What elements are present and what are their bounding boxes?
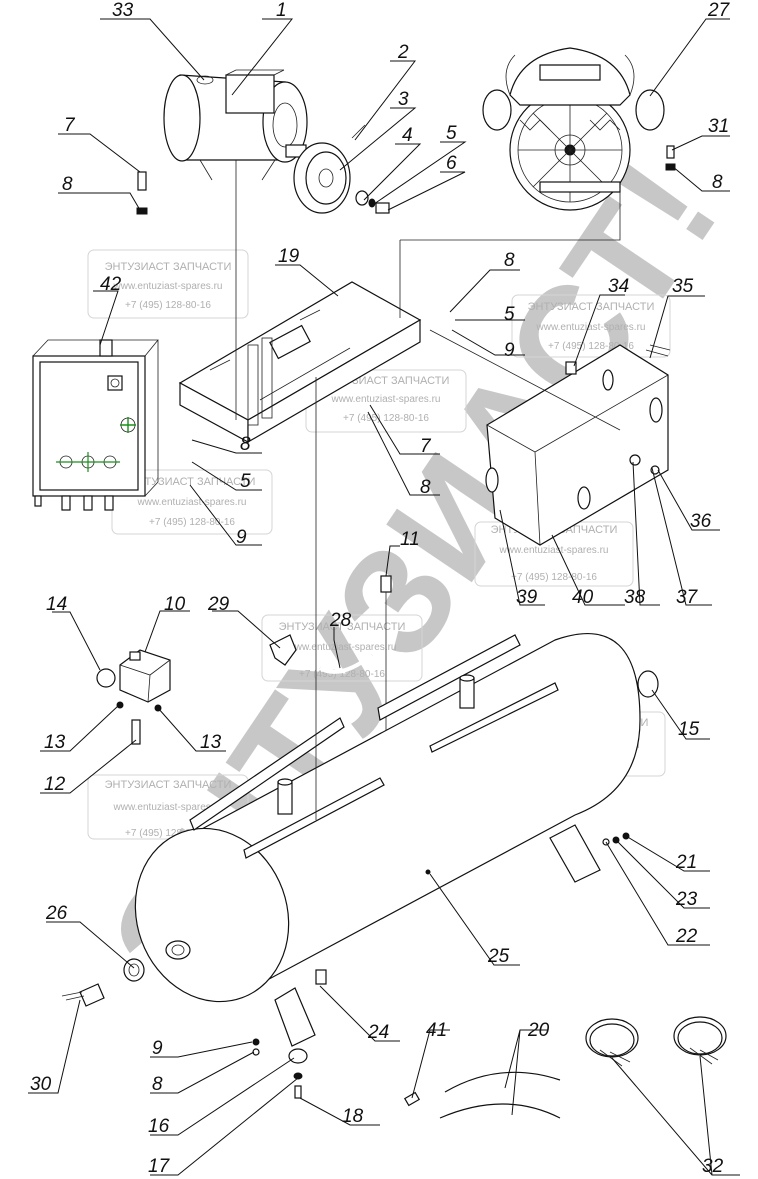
callout-38: 38	[624, 587, 646, 608]
callout-39: 39	[516, 587, 538, 608]
watermark-website: www.entuziast-spares.ru	[137, 497, 247, 508]
hoses	[403, 1071, 561, 1119]
callout-23: 23	[675, 889, 698, 910]
watermark-website: www.entuziast-spares.ru	[499, 545, 609, 556]
watermark-website: www.entuziast-spares.ru	[536, 322, 646, 333]
callout-13: 13	[44, 732, 66, 753]
callout-34: 34	[608, 276, 629, 297]
callout-31: 31	[708, 116, 729, 137]
callout-6: 6	[446, 153, 457, 174]
watermark-website: www.entuziast-spares.ru	[113, 802, 223, 813]
callout-2: 2	[397, 42, 409, 63]
callout-24: 24	[367, 1022, 389, 1043]
callout-8: 8	[62, 174, 73, 195]
electric-motor	[163, 69, 308, 181]
watermark-website: www.entuziast-spares.ru	[113, 281, 223, 292]
callout-18: 18	[342, 1106, 364, 1127]
callout-7: 7	[64, 115, 76, 136]
callout-40: 40	[572, 587, 594, 608]
watermark-company: ЭНТУЗИАСТ ЗАПЧАСТИ	[129, 476, 256, 488]
callout-17: 17	[148, 1156, 171, 1177]
callout-32: 32	[702, 1156, 724, 1177]
callout-27: 27	[707, 0, 731, 21]
callout-8: 8	[504, 250, 515, 271]
watermark-company: ЭНТУЗИАСТ ЗАПЧАСТИ	[279, 621, 406, 633]
callout-3: 3	[398, 89, 409, 110]
callout-14: 14	[46, 594, 67, 615]
callout-37: 37	[676, 587, 699, 608]
motor-bolt	[136, 171, 148, 215]
callout-20: 20	[527, 1020, 550, 1041]
assembly-lines	[235, 160, 621, 820]
pressure-switch	[96, 649, 171, 745]
callout-16: 16	[148, 1116, 170, 1137]
callout-7: 7	[420, 436, 432, 457]
callout-9: 9	[236, 527, 247, 548]
callout-11: 11	[400, 529, 420, 550]
watermark-box: ЭНТУЗИАСТ ЗАПЧАСТИ www.entuziast-spares.…	[87, 774, 249, 840]
callout-25: 25	[487, 946, 510, 967]
belt-guard	[485, 344, 671, 546]
watermark-phone: +7 (495) 128-80-16	[149, 517, 235, 528]
callout-8: 8	[152, 1074, 163, 1095]
callout-13: 13	[200, 732, 222, 753]
mounting-platform	[178, 281, 422, 444]
watermark-phone: +7 (495) 128-80-16	[548, 341, 634, 352]
callout-4: 4	[402, 125, 413, 146]
callout-19: 19	[278, 246, 300, 267]
watermark-box: ЭНТУЗИАСТ ЗАПЧАСТИ www.entuziast-spares.…	[511, 294, 671, 358]
callout-5: 5	[504, 304, 515, 325]
callout-8: 8	[240, 434, 251, 455]
watermark-company: ЭНТУЗИАСТ ЗАПЧАСТИ	[105, 261, 232, 273]
callout-9: 9	[504, 340, 515, 361]
watermark-phone: +7 (495) 128-80-16	[343, 413, 429, 424]
callout-8: 8	[712, 172, 723, 193]
callout-1: 1	[276, 0, 287, 21]
callout-33: 33	[112, 0, 134, 21]
callout-numbers: 33 1 2 3 4 5 6 7 8 27 31 8 19 8 5 9 34 3…	[30, 0, 731, 1177]
air-receiver-tank	[134, 632, 659, 1047]
watermark-phone: +7 (495) 128-80-16	[125, 300, 211, 311]
tank-valve	[61, 958, 145, 1007]
watermark-box: ЭНТУЗИАСТ ЗАПЧАСТИ www.entuziast-spares.…	[111, 469, 273, 535]
callout-5: 5	[446, 123, 457, 144]
watermark-phone: +7 (495) 128-80-16	[299, 669, 385, 680]
callout-35: 35	[672, 276, 694, 297]
pulley	[293, 124, 366, 214]
pulley-fasteners	[355, 190, 390, 214]
callout-12: 12	[44, 774, 66, 795]
compressor-head	[482, 47, 665, 211]
watermark-company: ЭНТУЗИАСТ ЗАПЧАСТИ	[105, 779, 232, 791]
watermark-phone: +7 (495) 128-80-16	[125, 828, 211, 839]
rubber-foot	[252, 1038, 308, 1099]
hose-coils	[585, 1016, 727, 1067]
callout-10: 10	[164, 594, 186, 615]
watermark-website: www.entuziast-spares.ru	[287, 642, 397, 653]
watermark-box: ЭНТУЗИАСТ ЗАПЧАСТИ www.entuziast-spares.…	[261, 614, 423, 682]
callout-41: 41	[426, 1020, 447, 1041]
callout-29: 29	[207, 594, 230, 615]
callout-21: 21	[675, 852, 697, 873]
callout-30: 30	[30, 1074, 52, 1095]
callout-42: 42	[100, 274, 122, 295]
callout-26: 26	[45, 903, 68, 924]
callout-36: 36	[690, 511, 712, 532]
callout-9: 9	[152, 1038, 163, 1059]
callout-22: 22	[675, 926, 698, 947]
watermark-website: www.entuziast-spares.ru	[331, 394, 441, 405]
watermark-company: ЭНТУЗИАСТ ЗАПЧАСТИ	[528, 301, 655, 313]
callout-8: 8	[420, 477, 431, 498]
check-valve	[269, 634, 374, 674]
head-bolt	[665, 145, 676, 171]
callout-28: 28	[329, 610, 352, 631]
callout-15: 15	[678, 719, 700, 740]
callout-5: 5	[240, 471, 251, 492]
control-box	[32, 339, 159, 511]
watermark-box: ЭНТУЗИАСТ ЗАПЧАСТИ www.entuziast-spares.…	[87, 249, 249, 319]
watermark-phone: +7 (495) 128-80-16	[511, 572, 597, 583]
callout-leaders	[28, 18, 740, 1176]
